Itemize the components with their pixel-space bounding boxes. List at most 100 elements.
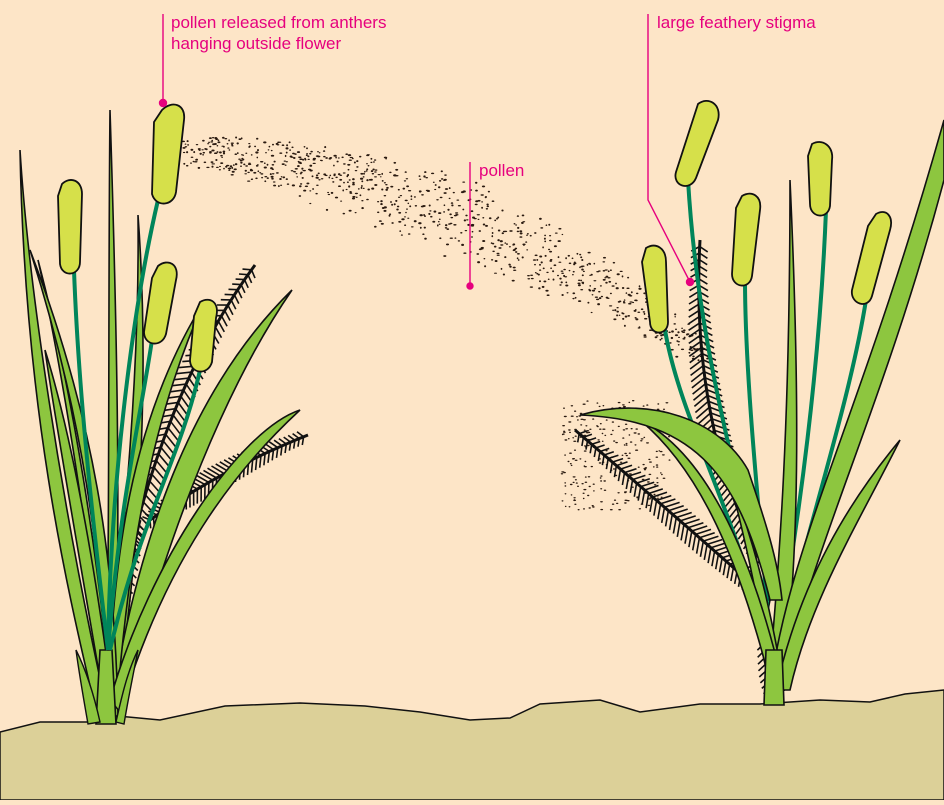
pollen-grain [294, 153, 297, 155]
pollen-grain [585, 425, 587, 426]
pollen-grain [370, 179, 373, 181]
pollen-grain [335, 156, 337, 158]
pollen-grain [219, 151, 222, 153]
pollen-grain [240, 162, 243, 164]
pollen-grain [429, 210, 431, 211]
pollen-grain [622, 455, 624, 456]
pollen-grain [324, 146, 326, 148]
pollen-grain [299, 158, 302, 160]
pollen-grain [494, 246, 497, 248]
pollen-grain [220, 162, 223, 164]
pollen-grain [675, 328, 677, 330]
pollen-grain [455, 214, 458, 216]
pollen-grain [398, 189, 400, 191]
pollen-grain [527, 275, 530, 276]
pollen-grain [348, 154, 351, 156]
pollen-grain [229, 149, 231, 150]
pollen-grain [401, 234, 403, 235]
pollen-grain [300, 183, 302, 185]
pollen-grain [445, 224, 447, 226]
stigma-barb [582, 437, 584, 446]
pollen-grain [671, 337, 674, 339]
stigma-barb [215, 327, 221, 338]
pollen-grain [589, 429, 591, 430]
pollen-grain [519, 236, 522, 238]
pollen-grain [602, 441, 604, 442]
pollen-grain [506, 243, 508, 245]
anther [732, 194, 760, 286]
pollen-grain [614, 500, 616, 501]
pollen-grain [394, 203, 396, 205]
pollen-grain [589, 486, 591, 487]
pollen-grain [580, 266, 583, 268]
pollen-grain [656, 482, 658, 483]
pollen-grain [199, 153, 201, 155]
pollen-grain [340, 200, 342, 201]
pollen-grain [646, 404, 648, 405]
pollen-grain [217, 141, 220, 143]
pollen-grain [534, 264, 536, 266]
pollen-grain [509, 230, 512, 232]
pollen-grain [548, 279, 550, 281]
pollen-grain [208, 142, 211, 143]
pollen-grain [690, 349, 693, 350]
pollen-grain [627, 277, 629, 279]
pollen-grain [352, 178, 355, 180]
pollen-grain [595, 297, 598, 298]
pollen-grain [565, 285, 568, 287]
pollen-grain [587, 252, 590, 254]
stigma-barb [692, 526, 707, 531]
pollen-grain [539, 264, 541, 266]
pollen-grain [438, 186, 440, 188]
pollen-grain [583, 489, 586, 490]
pollen-grain [625, 428, 628, 429]
pollen-grain [574, 504, 576, 505]
pollen-grain [395, 169, 398, 171]
pollen-grain [451, 202, 453, 204]
pollen-grain [257, 157, 259, 159]
pollen-grain [562, 500, 564, 501]
pollen-grain [194, 161, 197, 162]
pollen-grain [277, 144, 280, 145]
pollen-grain [214, 152, 217, 154]
pollen-grain [358, 188, 360, 190]
pollen-grain [497, 254, 500, 255]
pollen-grain [561, 294, 563, 296]
pollen-grain [577, 486, 579, 487]
pollen-grain [367, 154, 370, 155]
pollen-grain [390, 201, 392, 203]
pollen-grain [486, 203, 488, 205]
pollen-grain [627, 315, 630, 317]
pollen-grain [472, 231, 474, 233]
pollen-grain [559, 284, 561, 285]
pollen-grain [642, 464, 644, 465]
pollen-grain [525, 241, 527, 242]
pollen-grain [571, 405, 574, 406]
pollen-grain [578, 509, 580, 510]
pollen-grain [333, 173, 335, 174]
stigma-barb [248, 275, 252, 283]
anther [675, 101, 718, 186]
stigma-barb [274, 440, 282, 446]
pollen-grain [396, 208, 399, 210]
pollen-grain [300, 162, 302, 164]
pollen-grain [277, 142, 279, 144]
pollen-grain [568, 438, 570, 439]
stigma-barb [610, 462, 612, 473]
pollen-grain [270, 173, 272, 175]
pollen-grain [251, 178, 253, 179]
pollen-grain [257, 149, 259, 151]
pollen-grain [625, 424, 628, 425]
pollen-grain [347, 164, 350, 166]
pollen-grain [429, 204, 431, 206]
pollen-grain [539, 218, 542, 220]
stigma-barb [670, 514, 673, 530]
pollen-grain [285, 165, 287, 166]
pollen-grain [504, 242, 506, 243]
pollen-grain [439, 237, 441, 239]
pollen-grain [458, 205, 461, 206]
pollen-grain [641, 308, 644, 310]
pollen-grain [391, 222, 393, 224]
pollen-grain [548, 224, 550, 226]
